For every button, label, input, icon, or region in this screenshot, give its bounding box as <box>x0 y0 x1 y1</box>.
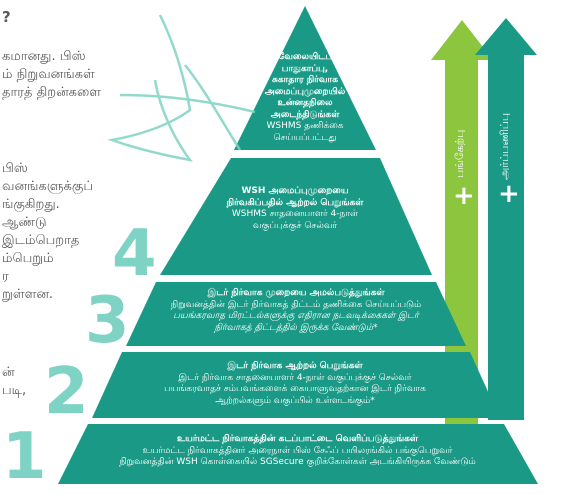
level-2-text: இடர் நிர்வாக ஆற்றல் பெறுங்கள் இடர் நிர்வ… <box>130 361 460 407</box>
pyramid-level-3 <box>126 282 466 346</box>
intro-line: ம் நிறுவனங்கள் <box>2 67 95 82</box>
intro-line: ன் <box>2 365 15 380</box>
intro-line: ஆண்டு <box>2 215 47 230</box>
level-2-sub: ஆற்றல்களும் வகுப்பில் உள்ளடங்கும்* <box>215 395 375 406</box>
level-3-sub: நிர்வாகத் திட்டத்தில் இருக்க வேண்டும்* <box>214 322 378 333</box>
level-2-sub: இடர் நிர்வாக சாதனையாளர் 4-நாள் வகுப்புக்… <box>178 372 412 383</box>
level-5-line: சுகாதார நிர்வாக <box>272 75 338 85</box>
intro-heading-mark: ? <box>2 8 11 26</box>
pyramid-level-5 <box>234 6 376 150</box>
level-3-heading: இடர் நிர்வாக முறையை அமல்படுத்துங்கள் <box>207 288 385 298</box>
level-3-sub: பயங்கரவாத மிரட்டல்களுக்கு எதிரான நடவடிக்… <box>173 311 419 321</box>
intro-line: றுள்ளன. <box>2 287 54 302</box>
level-5-line: உன்னதநிலை அடைந்திடுங்கள் <box>270 98 340 120</box>
level-number-1: 1 <box>2 420 47 494</box>
level-5-text: வேலையிடப் பாதுகாப்பு, சுகாதார நிர்வாக அம… <box>245 52 365 144</box>
level-number-3: 3 <box>85 284 130 358</box>
level-2-heading: இடர் நிர்வாக ஆற்றல் பெறுங்கள் <box>227 361 363 371</box>
level-4-heading: WSH அமைப்புமுறையை <box>241 186 349 196</box>
commitment-label: அர்ப்பணிப்பு <box>498 112 511 180</box>
level-2-sub: பயங்கரவாதச் சம்பவங்களைக் கையாளுவதற்கான இ… <box>164 384 426 394</box>
level-1-sub: நிறுவனத்தின் WSH கொள்கையில் SGSecure குற… <box>119 457 476 467</box>
intro-line: ங்குகிறது. <box>2 197 60 212</box>
pyramid-level-1 <box>58 424 538 484</box>
level-4-sub: வகுப்புக்குச் செல்வர் <box>252 220 338 231</box>
intro-line: ம்பெறும் <box>2 251 54 266</box>
level-5-line: அமைப்புமுறையில் <box>264 86 346 97</box>
intro-line: ர <box>2 269 9 284</box>
level-4-sub: WSHMS சாதனையாளர் 4-நாள் <box>231 209 359 219</box>
intro-line: கமானது. பிஸ் <box>2 49 86 64</box>
level-5-sub: WSHMS தணிக்கை <box>266 121 344 131</box>
intro-line: படி, <box>2 383 27 398</box>
level-1-text: உயர்மட்ட நிர்வாகத்தின் கடப்பாட்டை வெளிப்… <box>100 434 495 469</box>
pyramid-level-2 <box>92 352 500 418</box>
intro-line: வனங்களுக்குப் <box>2 179 93 194</box>
level-3-sub: நிறுவனத்தின் இடர் நிர்வாகத் திட்டம் தணிக… <box>170 299 422 310</box>
intro-line: இடம்பெறாத <box>2 233 80 248</box>
level-1-sub: உயர்மட்ட நிர்வாகத்தினர் அரைநாள் பிஸ் சேஃ… <box>142 445 453 456</box>
level-3-text: இடர் நிர்வாக முறையை அமல்படுத்துங்கள் நிற… <box>160 288 432 334</box>
level-1-heading: உயர்மட்ட நிர்வாகத்தின் கடப்பாட்டை வெளிப்… <box>176 434 419 444</box>
intro-line: தாரத் திறன்களை <box>2 85 102 100</box>
star-decoration-icon <box>107 14 256 162</box>
level-4-heading: நிர்வகிப்பதில் ஆற்றல் பெறுங்கள் <box>226 197 364 208</box>
commitment-arrow <box>475 18 537 420</box>
level-5-sub: செய்யப்பட்டது <box>273 132 337 143</box>
commitment-plus-icon: + <box>498 179 520 209</box>
level-5-line: வேலையிடப் <box>277 52 333 62</box>
participation-label: பங்கேற்பு <box>453 129 466 178</box>
level-4-text: WSH அமைப்புமுறையை நிர்வகிப்பதில் ஆற்றல் … <box>200 186 390 232</box>
participation-plus-icon: + <box>453 181 475 211</box>
level-number-2: 2 <box>44 355 89 429</box>
level-number-4: 4 <box>112 217 157 291</box>
pyramid-level-4 <box>160 158 432 275</box>
intro-line: பிஸ் <box>2 161 28 176</box>
level-5-line: பாதுகாப்பு, <box>281 63 329 74</box>
